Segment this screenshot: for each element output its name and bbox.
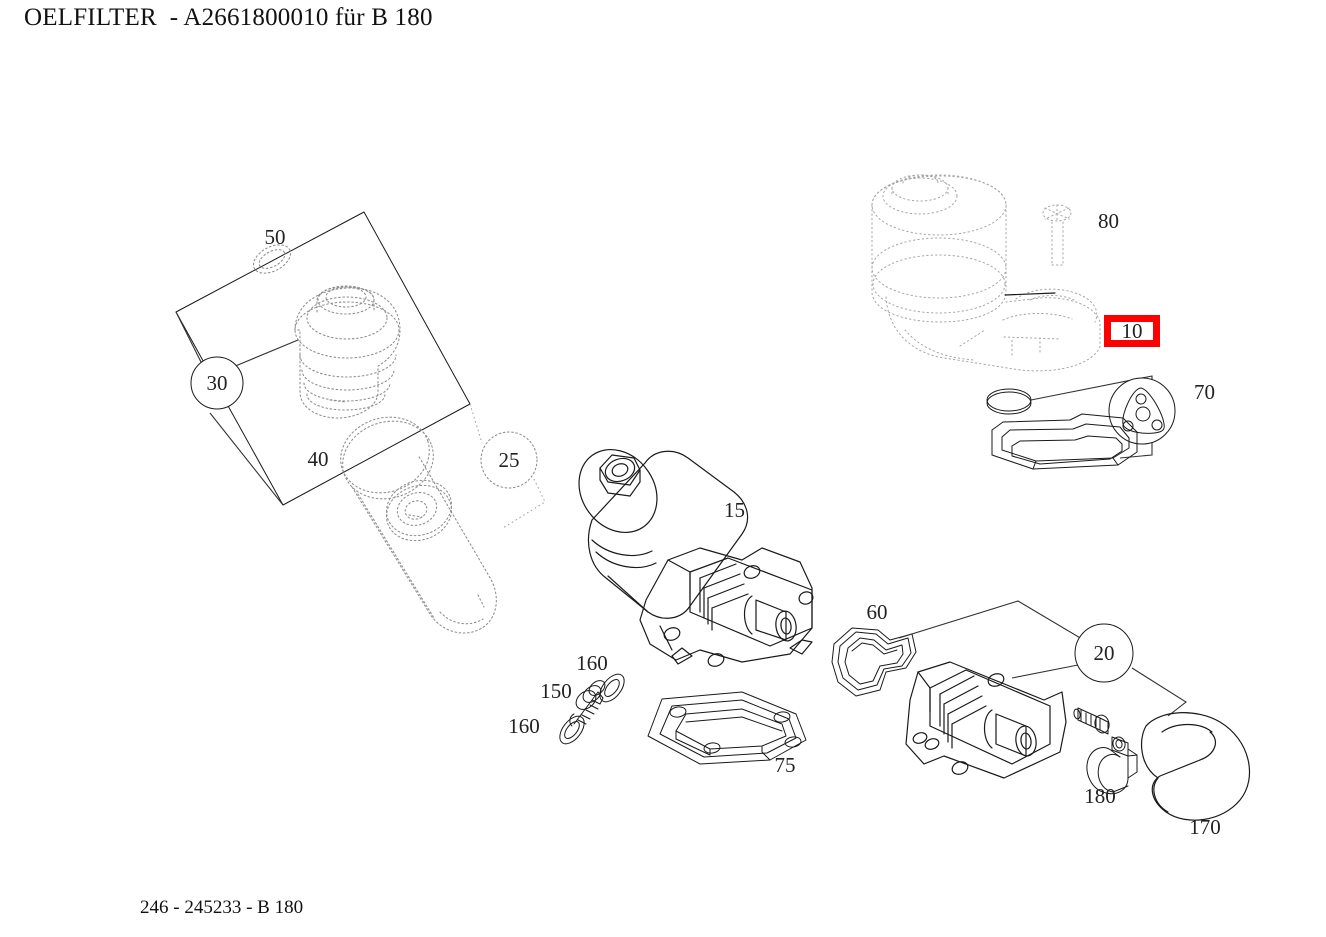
cooler-hole-bottom — [951, 761, 969, 775]
flange-hole-left — [1122, 420, 1134, 432]
flange-hole-top — [1135, 393, 1147, 405]
callout-label-15: 15 — [724, 498, 745, 522]
callout-label-70: 70 — [1194, 380, 1215, 404]
highlighted-part-10[interactable]: 10 — [1104, 315, 1160, 347]
callout-label-40: 40 — [308, 447, 329, 471]
gasket-hole-tr — [773, 711, 791, 723]
gasket-hole-br — [784, 736, 802, 748]
oil-cooler-20: 20 — [898, 600, 1187, 779]
bolt-80-phantom — [1042, 204, 1072, 266]
callout-label-160-upper: 160 — [576, 651, 608, 675]
small-parts-group: 160 150 160 — [508, 651, 625, 745]
callout-label-180: 180 — [1084, 784, 1116, 808]
callout-label-60: 60 — [867, 600, 888, 624]
callout-label-160-lower: 160 — [508, 714, 540, 738]
callout-label-75: 75 — [775, 753, 796, 777]
flat-gasket-75: 75 — [647, 691, 807, 777]
oil-filter-housing-15: 15 — [578, 448, 814, 667]
callout-label-50: 50 — [265, 225, 286, 249]
callout-label-80: 80 — [1098, 209, 1119, 233]
callout-label-150: 150 — [540, 679, 572, 703]
cooler-hole-left-a — [912, 732, 928, 744]
callout-circle-20 — [1074, 623, 1134, 683]
gasket-hole-tl — [669, 706, 687, 718]
cap-o-ring-phantom — [252, 244, 292, 274]
cooler-gasket-60: 60 — [831, 600, 917, 697]
callout-circle-25 — [480, 431, 538, 489]
cooler-hole-left-b — [924, 738, 940, 750]
callout-label-25: 25 — [499, 448, 520, 472]
coolant-hose-170: 170 — [1140, 712, 1251, 839]
leader-to-25 — [469, 403, 483, 444]
housing-edge-highlight — [1004, 292, 1056, 296]
sealing-ring-lower — [559, 715, 585, 745]
threaded-fitting-150 — [569, 680, 606, 727]
left-detail-assembly: 30 25 50 40 — [175, 211, 546, 634]
flange-hole-right — [1151, 419, 1163, 431]
oring-flange-detail-group: 70 — [986, 375, 1215, 470]
o-ring-70 — [986, 391, 1032, 415]
filter-element-phantom — [340, 416, 497, 634]
gasket-hole-bl — [703, 742, 721, 754]
highlight-label: 10 — [1121, 318, 1143, 343]
callout-label-30: 30 — [207, 371, 228, 395]
callout-label-170: 170 — [1189, 815, 1221, 839]
filter-cover-plate — [991, 413, 1138, 470]
callout-circle-30 — [190, 356, 244, 410]
leader-30-to-box-top — [175, 311, 204, 367]
flange-hole-center — [1135, 406, 1151, 422]
page-footer: 246 - 245233 - B 180 — [140, 897, 304, 918]
hose-clamp-180: 180 — [1073, 707, 1138, 808]
callout-label-20: 20 — [1094, 641, 1115, 665]
housing-assembly-phantom: 80 — [871, 174, 1119, 372]
leader-20-from-gasket — [898, 600, 1083, 640]
leader-20-from-cooler — [1011, 664, 1079, 679]
page-title: OELFILTER - A2661800010 für B 180 — [24, 4, 433, 31]
leader-20-to-clamp — [1131, 667, 1187, 717]
leader-30-upper — [232, 339, 299, 368]
sealing-ring-lower-inner — [564, 721, 580, 739]
cooler-hole-top — [987, 673, 1005, 687]
flange-triangle — [1122, 387, 1165, 434]
filter-cap-phantom — [294, 285, 401, 419]
leader-30-to-box-bottom — [209, 412, 284, 506]
sealing-ring-upper-inner — [604, 679, 620, 697]
